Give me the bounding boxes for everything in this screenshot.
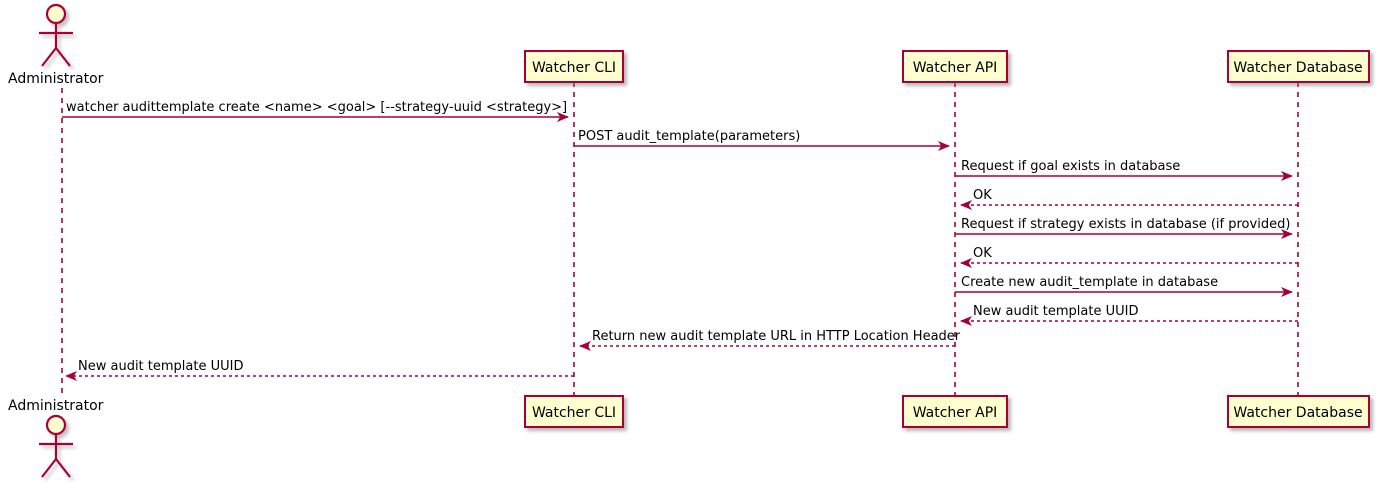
participant-box-rect[interactable] <box>902 50 1008 83</box>
participant-box-db-top[interactable]: Watcher Database <box>1227 50 1370 83</box>
message-6: OK <box>960 246 1298 268</box>
message-label-5: Request if strategy exists in database (… <box>961 217 1290 232</box>
actor-label-administrator-bottom: Administrator <box>8 398 104 414</box>
message-5: Request if strategy exists in database (… <box>955 217 1293 239</box>
participant-box-rect[interactable] <box>1227 395 1370 428</box>
participant-label-cli-top: Watcher CLI <box>532 60 616 76</box>
actor-head-icon <box>45 414 67 436</box>
message-label-9: Return new audit template URL in HTTP Lo… <box>592 329 961 344</box>
message-8: New audit template UUID <box>960 304 1298 326</box>
participant-box-cli-top[interactable]: Watcher CLI <box>524 50 624 83</box>
message-label-2: POST audit_template(parameters) <box>578 129 800 144</box>
message-label-10: New audit template UUID <box>78 359 243 374</box>
actor-left-leg-line <box>41 458 57 478</box>
message-label-8: New audit template UUID <box>973 304 1138 319</box>
participant-label-db-top: Watcher Database <box>1233 60 1362 76</box>
participant-label-api-bottom: Watcher API <box>913 405 998 421</box>
lifelines <box>61 82 1299 396</box>
message-1: watcher audittemplate create <name> <goa… <box>62 100 569 122</box>
actor-left-leg-line <box>41 47 57 67</box>
message-label-6: OK <box>973 246 992 261</box>
participant-label-cli-bottom: Watcher CLI <box>532 405 616 421</box>
message-10: New audit template UUID <box>65 359 574 381</box>
message-label-7: Create new audit_template in database <box>961 275 1218 290</box>
actor-head-icon <box>45 3 67 25</box>
participant-box-rect[interactable] <box>1227 50 1370 83</box>
actor-right-leg-line <box>55 47 71 67</box>
actor-administrator-top <box>39 3 73 67</box>
message-label-4: OK <box>973 188 992 203</box>
participant-label-api-top: Watcher API <box>913 60 998 76</box>
message-label-3: Request if goal exists in database <box>961 159 1180 174</box>
actor-administrator-bottom <box>39 414 73 478</box>
participant-box-cli-bottom[interactable]: Watcher CLI <box>524 395 624 428</box>
message-2: POST audit_template(parameters) <box>574 129 950 151</box>
participant-box-api-top[interactable]: Watcher API <box>902 50 1008 83</box>
message-3: Request if goal exists in database <box>955 159 1293 181</box>
actor-right-leg-line <box>55 458 71 478</box>
message-4: OK <box>960 188 1298 210</box>
actor-label-administrator-top: Administrator <box>8 71 104 87</box>
participant-box-api-bottom[interactable]: Watcher API <box>902 395 1008 428</box>
participant-box-rect[interactable] <box>902 395 1008 428</box>
message-7: Create new audit_template in database <box>955 275 1293 297</box>
participant-box-db-bottom[interactable]: Watcher Database <box>1227 395 1370 428</box>
messages: watcher audittemplate create <name> <goa… <box>62 100 1298 381</box>
message-9: Return new audit template URL in HTTP Lo… <box>579 329 961 351</box>
participant-box-rect[interactable] <box>524 395 624 428</box>
participant-box-rect[interactable] <box>524 50 624 83</box>
participant-label-db-bottom: Watcher Database <box>1233 405 1362 421</box>
message-label-1: watcher audittemplate create <name> <goa… <box>66 100 567 115</box>
